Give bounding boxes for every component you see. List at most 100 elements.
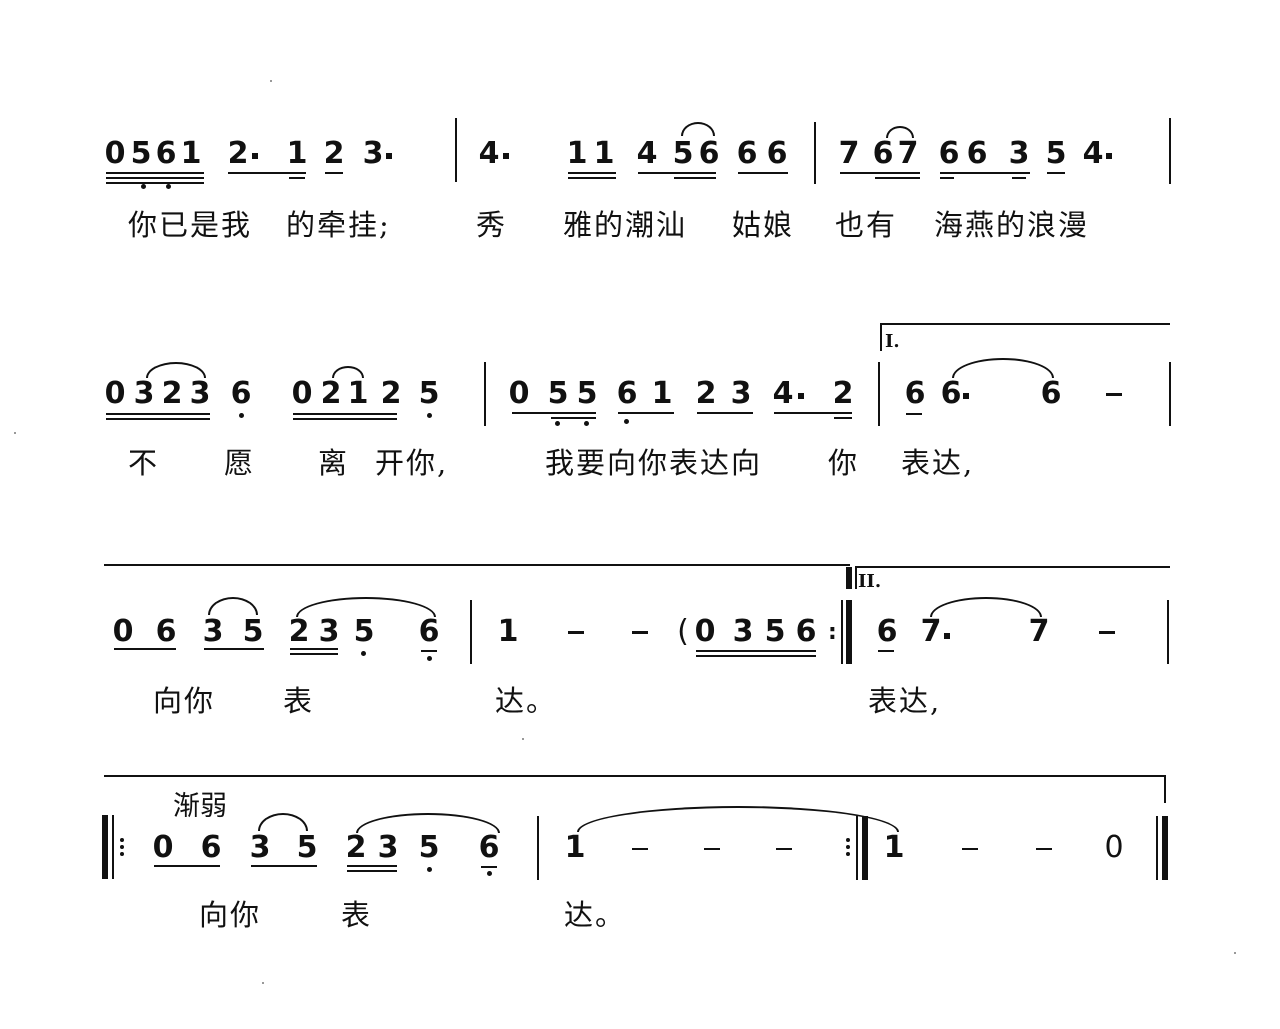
tie [577,806,899,832]
note: 1 [593,136,615,171]
extension-dash [1099,631,1115,634]
augmentation-dot [386,153,392,159]
note: 3 [377,830,399,865]
slur [681,122,715,136]
lyric: 也有 [835,208,898,242]
lyric: 达。 [495,684,558,718]
note: 4 [772,376,794,411]
note: 6 [766,136,788,171]
low-octave-dot [487,871,492,876]
slur [886,126,914,138]
note: 1 [347,376,369,411]
note: 3 [730,376,752,411]
lyric: 姑娘 [732,208,795,242]
repeat-end-barline [856,816,858,880]
lyric: 表达, [901,446,975,480]
barline [537,816,539,880]
augmentation-dot [963,393,969,399]
lyric: 表 [341,898,373,932]
repeat-dot [846,838,850,842]
repeat-dots: : [828,620,837,645]
lyric: 不 [128,446,160,480]
note: 5 [672,136,694,171]
note: 0 [694,614,716,649]
note: 2 [227,136,249,171]
augmentation-dot [503,153,509,159]
note: 6 [966,136,988,171]
low-octave-dot [361,651,366,656]
note: 6 [940,376,962,411]
note: 2 [323,136,345,171]
note: 2 [832,376,854,411]
dynamic-diminuendo: 渐弱 [173,791,227,822]
final-barline-thick [1162,816,1168,880]
barline [455,118,457,182]
barline [1169,362,1171,426]
low-octave-dot [555,421,560,426]
second-ending-bracket [855,566,1170,568]
low-octave-dot [239,413,244,418]
note: 1 [564,830,586,865]
note: 1 [497,614,519,649]
lyric: 海燕的浪漫 [934,208,1090,242]
augmentation-dot [252,153,258,159]
note: 6 [230,376,252,411]
extension-dash [1106,393,1122,396]
first-ending-label: I. [885,331,900,352]
extension-dash [1036,848,1052,850]
augmentation-dot [944,633,950,639]
note: 6 [736,136,758,171]
repeat-dot [846,845,850,849]
repeat-dot [120,838,124,842]
note: 3 [732,614,754,649]
low-octave-dot [624,419,629,424]
repeat-start-barline [112,815,114,879]
slur [332,366,364,378]
slur [258,813,308,831]
note: 5 [353,614,375,649]
note: 0 [104,376,126,411]
note: 5 [576,376,598,411]
tie [930,597,1042,617]
note: 3 [202,614,224,649]
lyric: 我要向你表达向 [545,446,763,480]
note: 5 [1045,136,1067,171]
lyric: 的牵挂; [286,208,391,242]
note: 5 [418,830,440,865]
note: 4 [1082,136,1104,171]
first-ending-bracket [880,323,1170,325]
note: 6 [200,830,222,865]
note: 2 [161,376,183,411]
note-rest: 0 [1104,830,1124,865]
extension-dash [632,848,648,850]
note: 6 [155,136,177,171]
slur [146,362,206,378]
note: 6 [155,614,177,649]
repeat-dot [846,852,850,856]
note: 0 [152,830,174,865]
coda-bracket [104,775,1166,777]
note: 3 [189,376,211,411]
lyric: 秀 [476,208,508,242]
barline [878,362,880,426]
slur [356,813,500,833]
note: 5 [296,830,318,865]
extension-dash [632,631,648,634]
volta-bracket-edge [880,323,882,351]
lyric: 向你 [199,898,262,932]
barline [1169,118,1171,184]
note: 1 [883,830,905,865]
repeat-start-barline-thick [102,815,108,879]
lyric: 向你 [153,684,216,718]
lyric: 雅的潮汕 [563,208,688,242]
lyric: 表达, [868,684,942,718]
low-octave-dot [427,867,432,872]
extension-dash [704,848,720,850]
note: 6 [418,614,440,649]
repeat-end-barline-thick [846,600,852,664]
note: 6 [616,376,638,411]
barline [470,600,472,664]
note: 6 [904,376,926,411]
lyric: 愿 [224,446,256,480]
low-octave-dot [584,421,589,426]
